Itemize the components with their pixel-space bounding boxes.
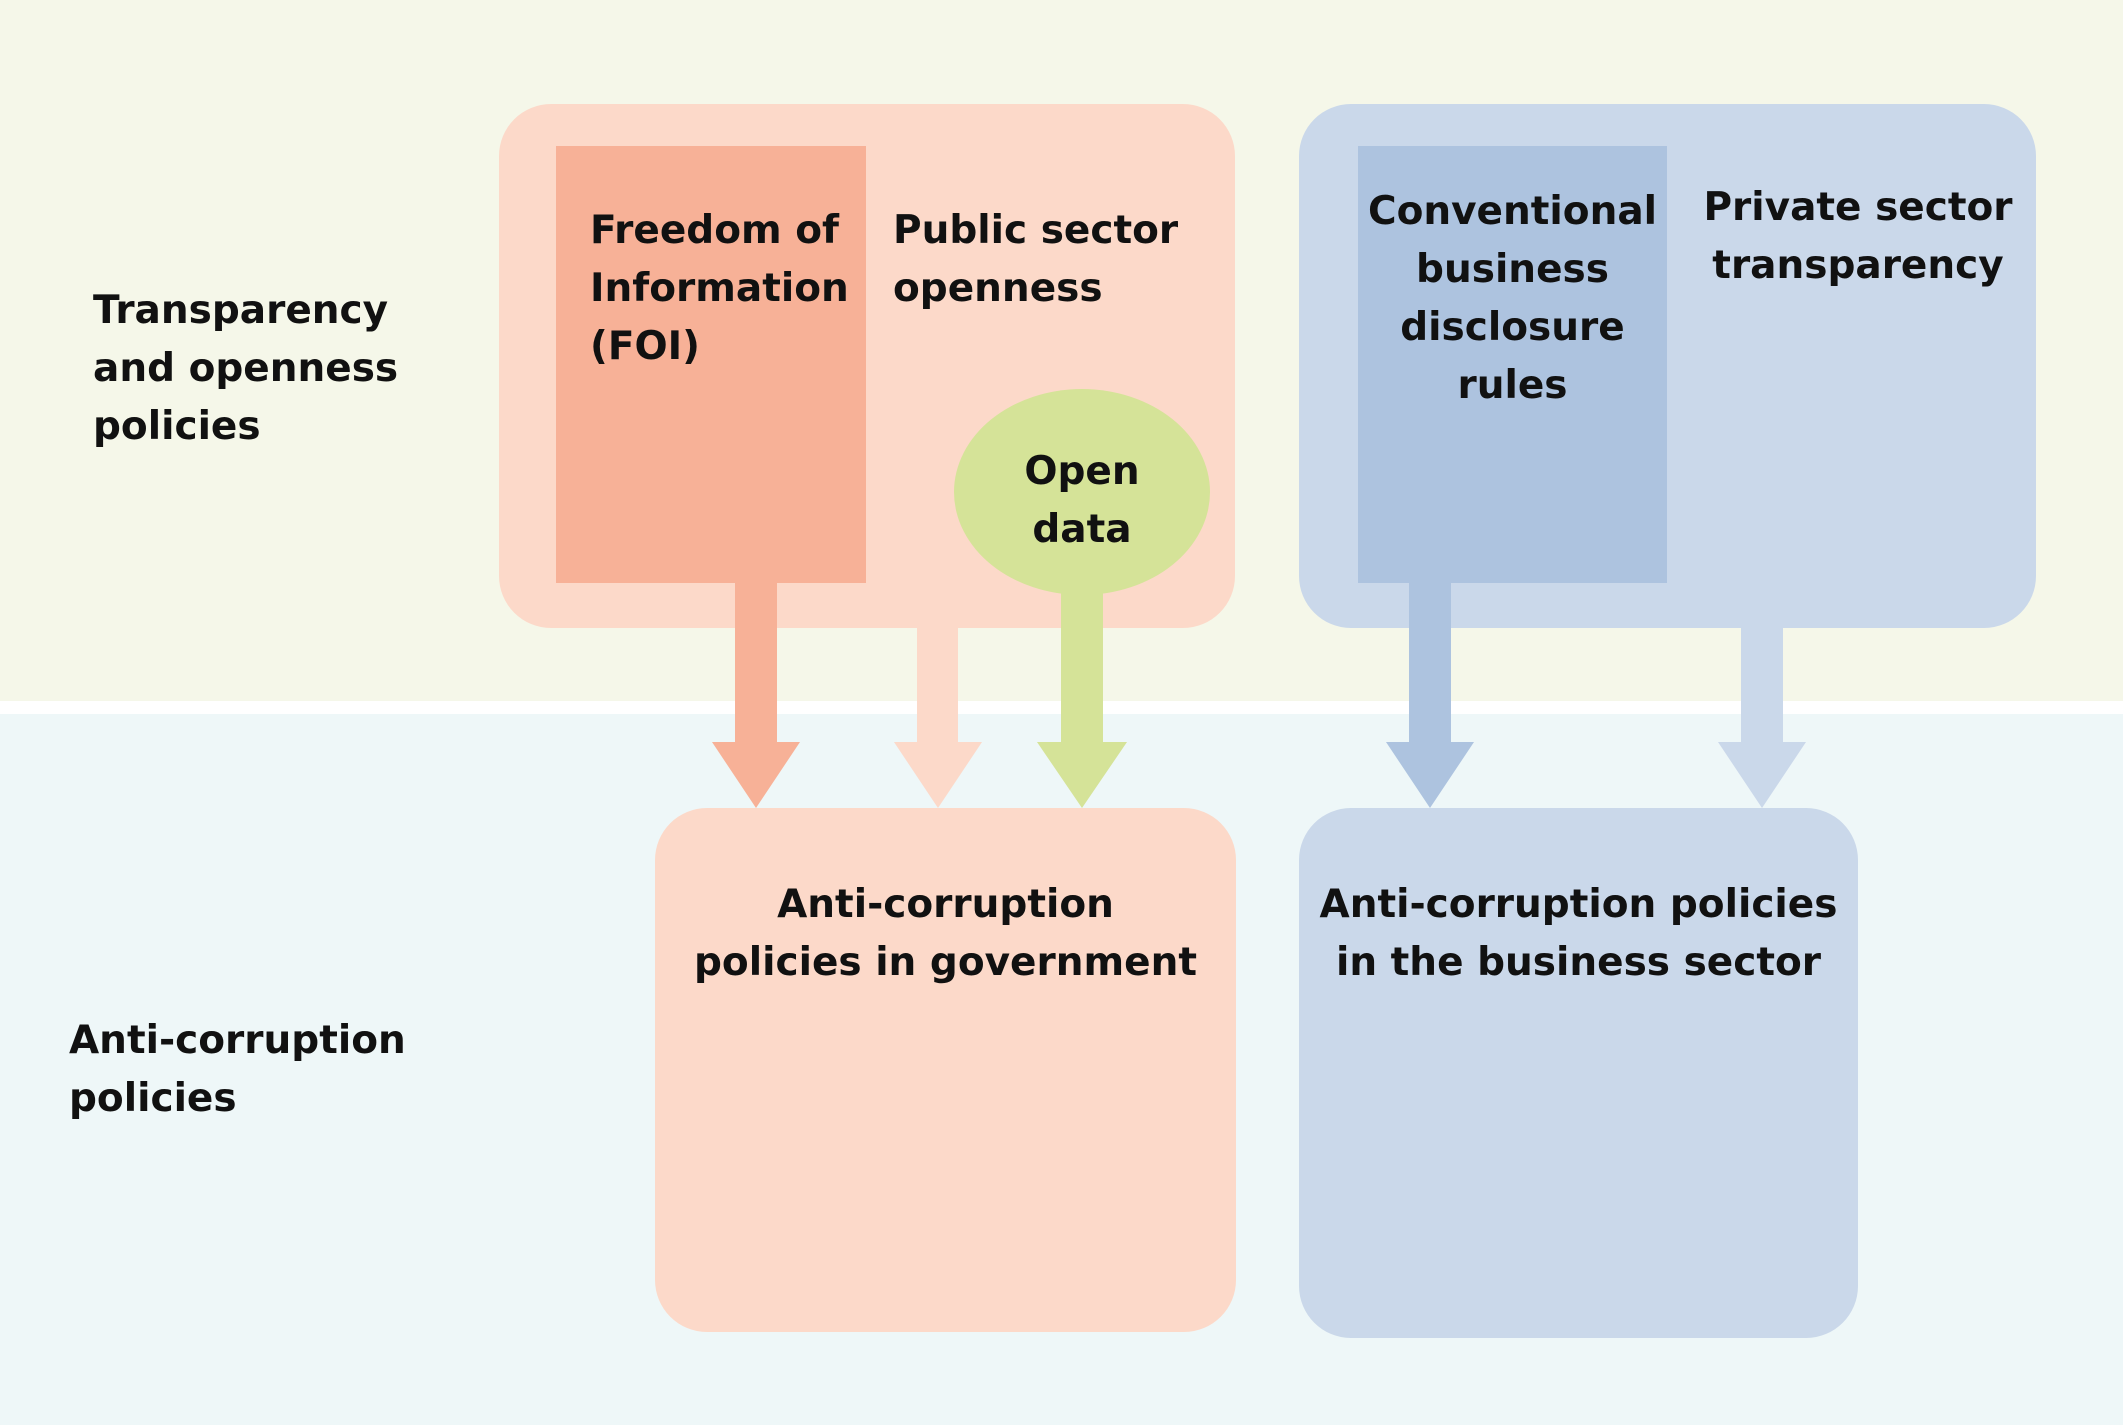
conventional-disclosure-arrow bbox=[1386, 583, 1474, 808]
foi-label: Freedom of Information (FOI) bbox=[590, 208, 849, 369]
open-data-ellipse bbox=[954, 389, 1210, 595]
private-sector-transparency-label: Private sector transparency bbox=[1703, 185, 2013, 288]
openness-arrow bbox=[894, 628, 982, 808]
open-data-label: Open data bbox=[1024, 449, 1140, 552]
conventional-disclosure-label: Conventional business disclosure rules bbox=[1367, 189, 1658, 408]
row-label-anti-corruption: Anti-corruption policies bbox=[69, 1018, 406, 1121]
business-anti-corruption-box bbox=[1299, 808, 1858, 1338]
business-anti-corruption-label: Anti-corruption policies in the business… bbox=[1319, 882, 1838, 985]
foi-box bbox=[556, 146, 866, 583]
government-anti-corruption-label: Anti-corruption policies in government bbox=[694, 882, 1197, 985]
foi-arrow bbox=[712, 583, 800, 808]
open-data-arrow bbox=[1037, 592, 1127, 808]
row-label-transparency: Transparency and openness policies bbox=[93, 288, 399, 449]
public-sector-openness-label: Public sector openness bbox=[893, 208, 1179, 311]
conventional-disclosure-box bbox=[1358, 146, 1667, 583]
private-transparency-arrow bbox=[1718, 628, 1806, 808]
government-anti-corruption-box bbox=[655, 808, 1236, 1332]
